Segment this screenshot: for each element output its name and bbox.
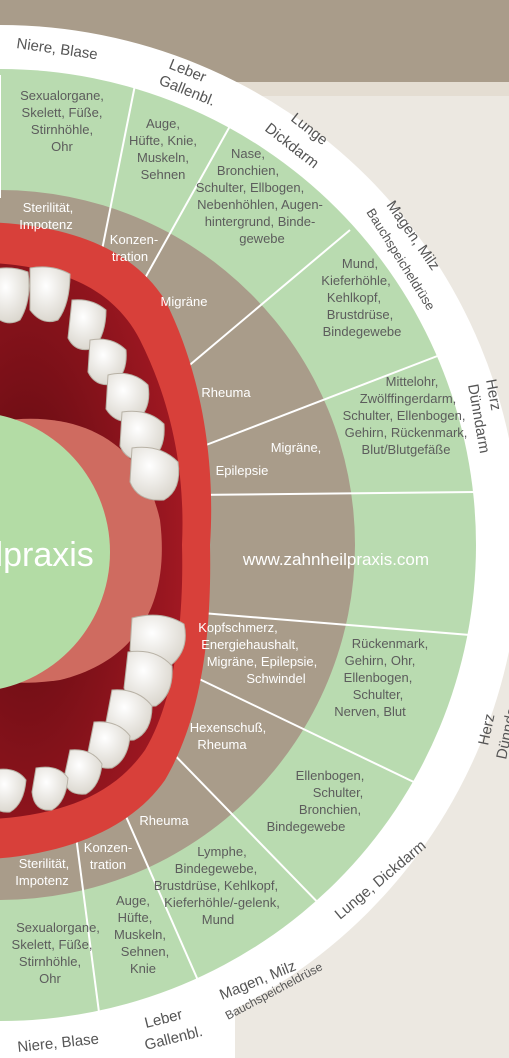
svg-text:hintergrund, Binde-: hintergrund, Binde- (205, 214, 316, 229)
svg-text:Schulter,: Schulter, (353, 687, 404, 702)
tan-hexenschuss-1: Hexenschuß, (190, 720, 267, 735)
tan-rheuma-top: Rheuma (201, 385, 251, 400)
tan-migraene2-top: Migräne, (271, 440, 322, 455)
svg-text:Stirnhöhle,: Stirnhöhle, (31, 122, 93, 137)
svg-text:Lymphe,: Lymphe, (197, 844, 246, 859)
svg-text:Ohr: Ohr (51, 139, 73, 154)
svg-text:Kehlkopf,: Kehlkopf, (327, 290, 381, 305)
tan-epilepsie-top: Epilepsie (216, 463, 269, 478)
tan-rheuma-bottom: Rheuma (139, 813, 189, 828)
svg-text:Zwölffingerdarm,: Zwölffingerdarm, (360, 391, 457, 406)
svg-text:gewebe: gewebe (239, 231, 285, 246)
tan-kopfschmerz-4: Schwindel (246, 671, 305, 686)
tan-konzen-top-2: tration (112, 249, 148, 264)
svg-text:Sexualorgane,: Sexualorgane, (20, 88, 104, 103)
tan-sterilitaet-bottom-2: Impotenz (15, 873, 68, 888)
tan-konzen-top-1: Konzen- (110, 232, 158, 247)
tan-konzen-bottom-2: tration (90, 857, 126, 872)
svg-text:Nebenhöhlen, Augen-: Nebenhöhlen, Augen- (197, 197, 323, 212)
svg-text:Ellenbogen,: Ellenbogen, (296, 768, 365, 783)
svg-text:Kieferhöhle/-gelenk,: Kieferhöhle/-gelenk, (164, 895, 280, 910)
svg-text:Bronchien,: Bronchien, (299, 802, 361, 817)
svg-text:Sehnen,: Sehnen, (121, 944, 169, 959)
tan-sterilitaet-top-2: Impotenz (19, 217, 72, 232)
svg-text:Kieferhöhle,: Kieferhöhle, (321, 273, 390, 288)
svg-text:Nase,: Nase, (231, 146, 265, 161)
svg-text:Nerven, Blut: Nerven, Blut (334, 704, 406, 719)
svg-text:Schulter, Ellbogen,: Schulter, Ellbogen, (196, 180, 304, 195)
svg-text:Brustdrüse,: Brustdrüse, (327, 307, 393, 322)
svg-text:Schulter,: Schulter, (313, 785, 364, 800)
tan-kopfschmerz-1: Kopfschmerz, (198, 620, 277, 635)
website-url: www.zahnheilpraxis.com (242, 550, 429, 569)
tan-hexenschuss-2: Rheuma (197, 737, 247, 752)
svg-text:Ohr: Ohr (39, 971, 61, 986)
svg-text:Stirnhöhle,: Stirnhöhle, (19, 954, 81, 969)
svg-text:Mittelohr,: Mittelohr, (386, 374, 439, 389)
svg-text:Muskeln,: Muskeln, (114, 927, 166, 942)
svg-text:Bronchien,: Bronchien, (217, 163, 279, 178)
svg-text:Ellenbogen,: Ellenbogen, (344, 670, 413, 685)
svg-text:Schulter, Ellenbogen,: Schulter, Ellenbogen, (343, 408, 466, 423)
tan-konzen-bottom-1: Konzen- (84, 840, 132, 855)
svg-text:Gehirn, Rückenmark,: Gehirn, Rückenmark, (345, 425, 468, 440)
svg-text:Sehnen: Sehnen (141, 167, 186, 182)
brand-text: ilpraxis (0, 536, 94, 574)
svg-text:Knie: Knie (130, 961, 156, 976)
svg-text:Muskeln,: Muskeln, (137, 150, 189, 165)
svg-text:Hüfte, Knie,: Hüfte, Knie, (129, 133, 197, 148)
svg-text:Brustdrüse, Kehlkopf,: Brustdrüse, Kehlkopf, (154, 878, 278, 893)
svg-text:Auge,: Auge, (146, 116, 180, 131)
svg-text:Blut/Blutgefäße: Blut/Blutgefäße (362, 442, 451, 457)
svg-text:Skelett, Füße,: Skelett, Füße, (12, 937, 93, 952)
tan-sterilitaet-top-1: Sterilität, (23, 200, 74, 215)
svg-text:Mund: Mund (202, 912, 235, 927)
svg-text:Hüfte,: Hüfte, (118, 910, 153, 925)
svg-text:Mund,: Mund, (342, 256, 378, 271)
svg-text:Rückenmark,: Rückenmark, (352, 636, 429, 651)
svg-text:Bindegewebe: Bindegewebe (267, 819, 346, 834)
tan-kopfschmerz-3: Migräne, Epilepsie, (207, 654, 318, 669)
svg-text:Skelett, Füße,: Skelett, Füße, (22, 105, 103, 120)
tan-kopfschmerz-2: Energiehaushalt, (201, 637, 299, 652)
svg-text:Gehirn, Ohr,: Gehirn, Ohr, (345, 653, 416, 668)
tan-migraene-top: Migräne (161, 294, 208, 309)
tan-sterilitaet-bottom-1: Sterilität, (19, 856, 70, 871)
svg-text:Bindegewebe: Bindegewebe (323, 324, 402, 339)
svg-text:Auge,: Auge, (116, 893, 150, 908)
svg-text:Bindegewebe,: Bindegewebe, (175, 861, 257, 876)
svg-text:Sexualorgane,: Sexualorgane, (16, 920, 100, 935)
